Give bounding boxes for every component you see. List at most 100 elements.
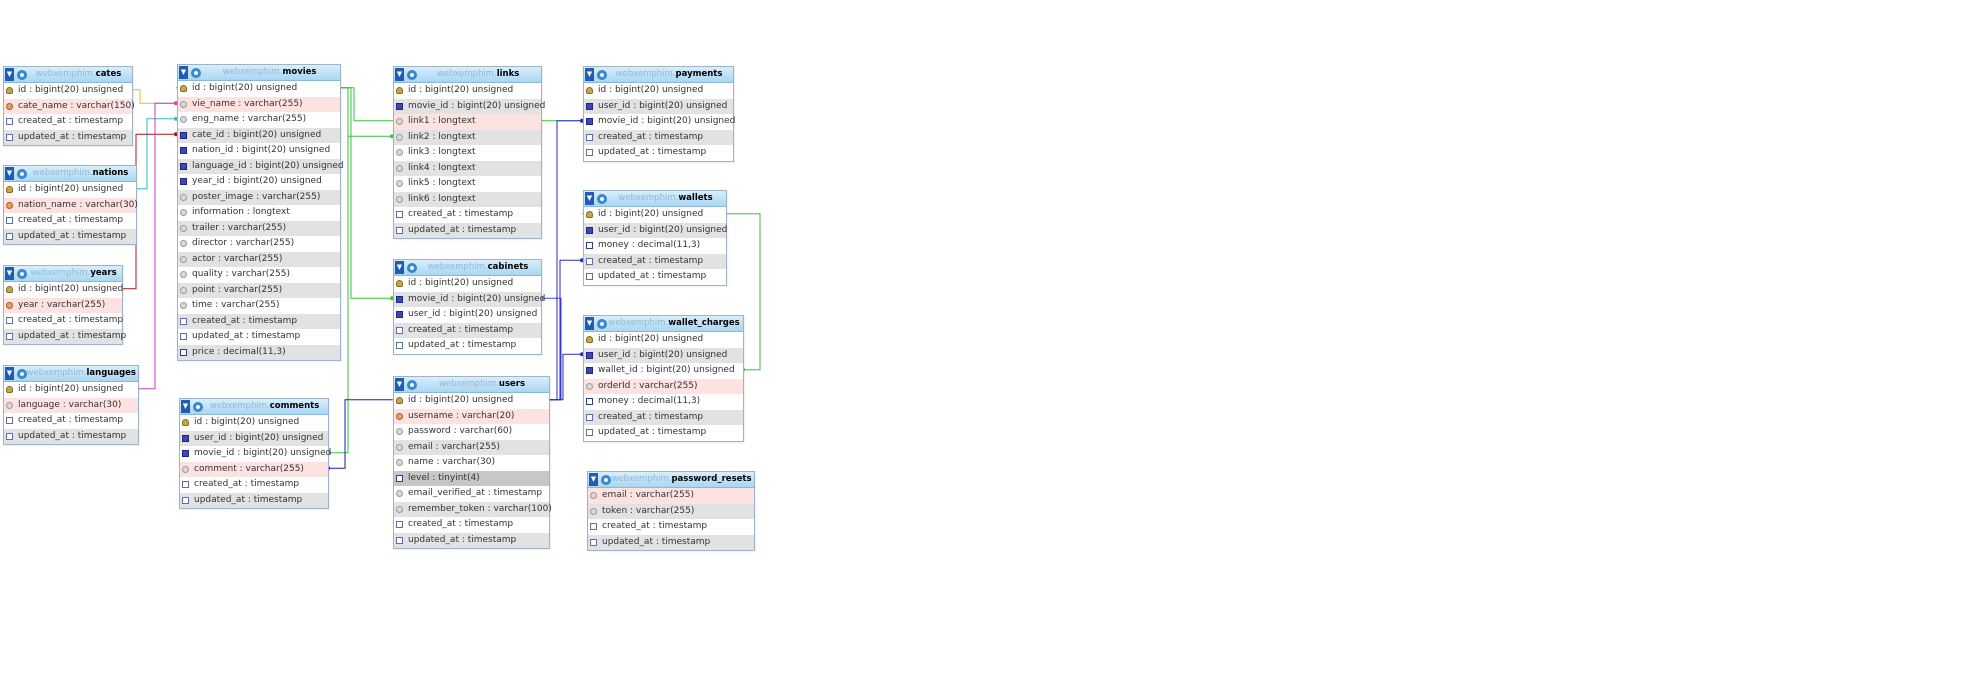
column-row[interactable]: eng_name : varchar(255) [178, 112, 340, 128]
column-row[interactable]: created_at : timestamp [584, 409, 743, 425]
column-row[interactable]: updated_at : timestamp [584, 425, 743, 441]
column-row[interactable]: movie_id : bigint(20) unsigned [394, 98, 545, 114]
column-row[interactable]: password : varchar(60) [394, 424, 549, 440]
table-options-icon[interactable] [193, 401, 203, 412]
table-options-icon[interactable] [407, 69, 417, 80]
table-options-icon[interactable] [597, 69, 607, 80]
table-options-icon[interactable] [17, 168, 27, 179]
column-row[interactable]: money : decimal(11,3) [584, 394, 743, 410]
collapse-toggle-icon[interactable]: ▼ [179, 66, 188, 79]
table-header[interactable]: ▼webxemphim.users [394, 377, 549, 393]
table-header[interactable]: ▼webxemphim.wallet_charges [584, 316, 743, 332]
column-row[interactable]: id : bigint(20) unsigned [584, 332, 743, 348]
column-row[interactable]: movie_id : bigint(20) unsigned [394, 291, 545, 307]
column-row[interactable]: updated_at : timestamp [4, 428, 138, 444]
column-row[interactable]: updated_at : timestamp [4, 228, 136, 244]
table-header[interactable]: ▼webxemphim.wallets [584, 191, 726, 207]
column-row[interactable]: username : varchar(20) [394, 408, 549, 424]
column-row[interactable]: email : varchar(255) [588, 488, 754, 504]
column-row[interactable]: actor : varchar(255) [178, 251, 340, 267]
column-row[interactable]: link1 : longtext [394, 114, 541, 130]
column-row[interactable]: created_at : timestamp [4, 213, 136, 229]
column-row[interactable]: year_id : bigint(20) unsigned [178, 174, 340, 190]
column-row[interactable]: id : bigint(20) unsigned [4, 382, 138, 398]
column-row[interactable]: id : bigint(20) unsigned [394, 276, 541, 292]
column-row[interactable]: created_at : timestamp [588, 519, 754, 535]
column-row[interactable]: email_verified_at : timestamp [394, 486, 549, 502]
table-header[interactable]: ▼webxemphim.comments [180, 399, 328, 415]
column-row[interactable]: link4 : longtext [394, 160, 541, 176]
column-row[interactable]: trailer : varchar(255) [178, 220, 340, 236]
column-row[interactable]: updated_at : timestamp [584, 145, 733, 161]
table-header[interactable]: ▼webxemphim.cates [4, 67, 132, 83]
column-row[interactable]: user_id : bigint(20) unsigned [584, 98, 733, 114]
column-row[interactable]: user_id : bigint(20) unsigned [584, 347, 743, 363]
collapse-toggle-icon[interactable]: ▼ [5, 167, 14, 180]
column-row[interactable]: link3 : longtext [394, 145, 541, 161]
table-header[interactable]: ▼webxemphim.cabinets [394, 260, 541, 276]
column-row[interactable]: id : bigint(20) unsigned [178, 81, 340, 97]
column-row[interactable]: updated_at : timestamp [394, 532, 549, 548]
collapse-toggle-icon[interactable]: ▼ [5, 367, 14, 380]
table-options-icon[interactable] [597, 318, 607, 329]
column-row[interactable]: id : bigint(20) unsigned [394, 83, 541, 99]
column-row[interactable]: director : varchar(255) [178, 236, 340, 252]
table-options-icon[interactable] [191, 67, 201, 78]
column-row[interactable]: cate_name : varchar(150) [4, 98, 135, 114]
column-row[interactable]: name : varchar(30) [394, 455, 549, 471]
column-row[interactable]: id : bigint(20) unsigned [394, 393, 549, 409]
column-row[interactable]: id : bigint(20) unsigned [180, 415, 328, 431]
collapse-toggle-icon[interactable]: ▼ [585, 68, 594, 81]
column-row[interactable]: language_id : bigint(20) unsigned [178, 158, 344, 174]
column-row[interactable]: user_id : bigint(20) unsigned [394, 307, 541, 323]
column-row[interactable]: nation_name : varchar(30) [4, 197, 138, 213]
column-row[interactable]: language : varchar(30) [4, 397, 138, 413]
column-row[interactable]: created_at : timestamp [180, 477, 328, 493]
table-options-icon[interactable] [601, 474, 611, 485]
column-row[interactable]: updated_at : timestamp [178, 329, 340, 345]
collapse-toggle-icon[interactable]: ▼ [5, 68, 14, 81]
column-row[interactable]: token : varchar(255) [588, 503, 754, 519]
column-row[interactable]: id : bigint(20) unsigned [584, 83, 733, 99]
table-header[interactable]: ▼webxemphim.movies [178, 65, 340, 81]
column-row[interactable]: id : bigint(20) unsigned [4, 83, 132, 99]
column-row[interactable]: created_at : timestamp [584, 253, 726, 269]
column-row[interactable]: orderId : varchar(255) [584, 378, 743, 394]
column-row[interactable]: point : varchar(255) [178, 282, 340, 298]
table-header[interactable]: ▼webxemphim.links [394, 67, 541, 83]
column-row[interactable]: year : varchar(255) [4, 297, 122, 313]
column-row[interactable]: quality : varchar(255) [178, 267, 340, 283]
column-row[interactable]: comment : varchar(255) [180, 461, 328, 477]
column-row[interactable]: created_at : timestamp [4, 313, 123, 329]
column-row[interactable]: user_id : bigint(20) unsigned [584, 222, 727, 238]
column-row[interactable]: user_id : bigint(20) unsigned [180, 430, 328, 446]
column-row[interactable]: money : decimal(11,3) [584, 238, 726, 254]
collapse-toggle-icon[interactable]: ▼ [5, 267, 14, 280]
column-row[interactable]: id : bigint(20) unsigned [4, 282, 123, 298]
column-row[interactable]: created_at : timestamp [178, 313, 340, 329]
collapse-toggle-icon[interactable]: ▼ [395, 378, 404, 391]
column-row[interactable]: nation_id : bigint(20) unsigned [178, 143, 340, 159]
column-row[interactable]: updated_at : timestamp [584, 269, 726, 285]
column-row[interactable]: movie_id : bigint(20) unsigned [584, 114, 735, 130]
column-row[interactable]: cate_id : bigint(20) unsigned [178, 127, 340, 143]
table-header[interactable]: ▼webxemphim.languages [4, 366, 138, 382]
column-row[interactable]: updated_at : timestamp [180, 492, 328, 508]
table-header[interactable]: ▼webxemphim.payments [584, 67, 733, 83]
column-row[interactable]: poster_image : varchar(255) [178, 189, 340, 205]
column-row[interactable]: wallet_id : bigint(20) unsigned [584, 363, 743, 379]
column-row[interactable]: id : bigint(20) unsigned [584, 207, 726, 223]
column-row[interactable]: link2 : longtext [394, 129, 541, 145]
column-row[interactable]: created_at : timestamp [4, 114, 132, 130]
column-row[interactable]: created_at : timestamp [394, 517, 549, 533]
column-row[interactable]: movie_id : bigint(20) unsigned [180, 446, 331, 462]
column-row[interactable]: created_at : timestamp [584, 129, 733, 145]
collapse-toggle-icon[interactable]: ▼ [395, 261, 404, 274]
